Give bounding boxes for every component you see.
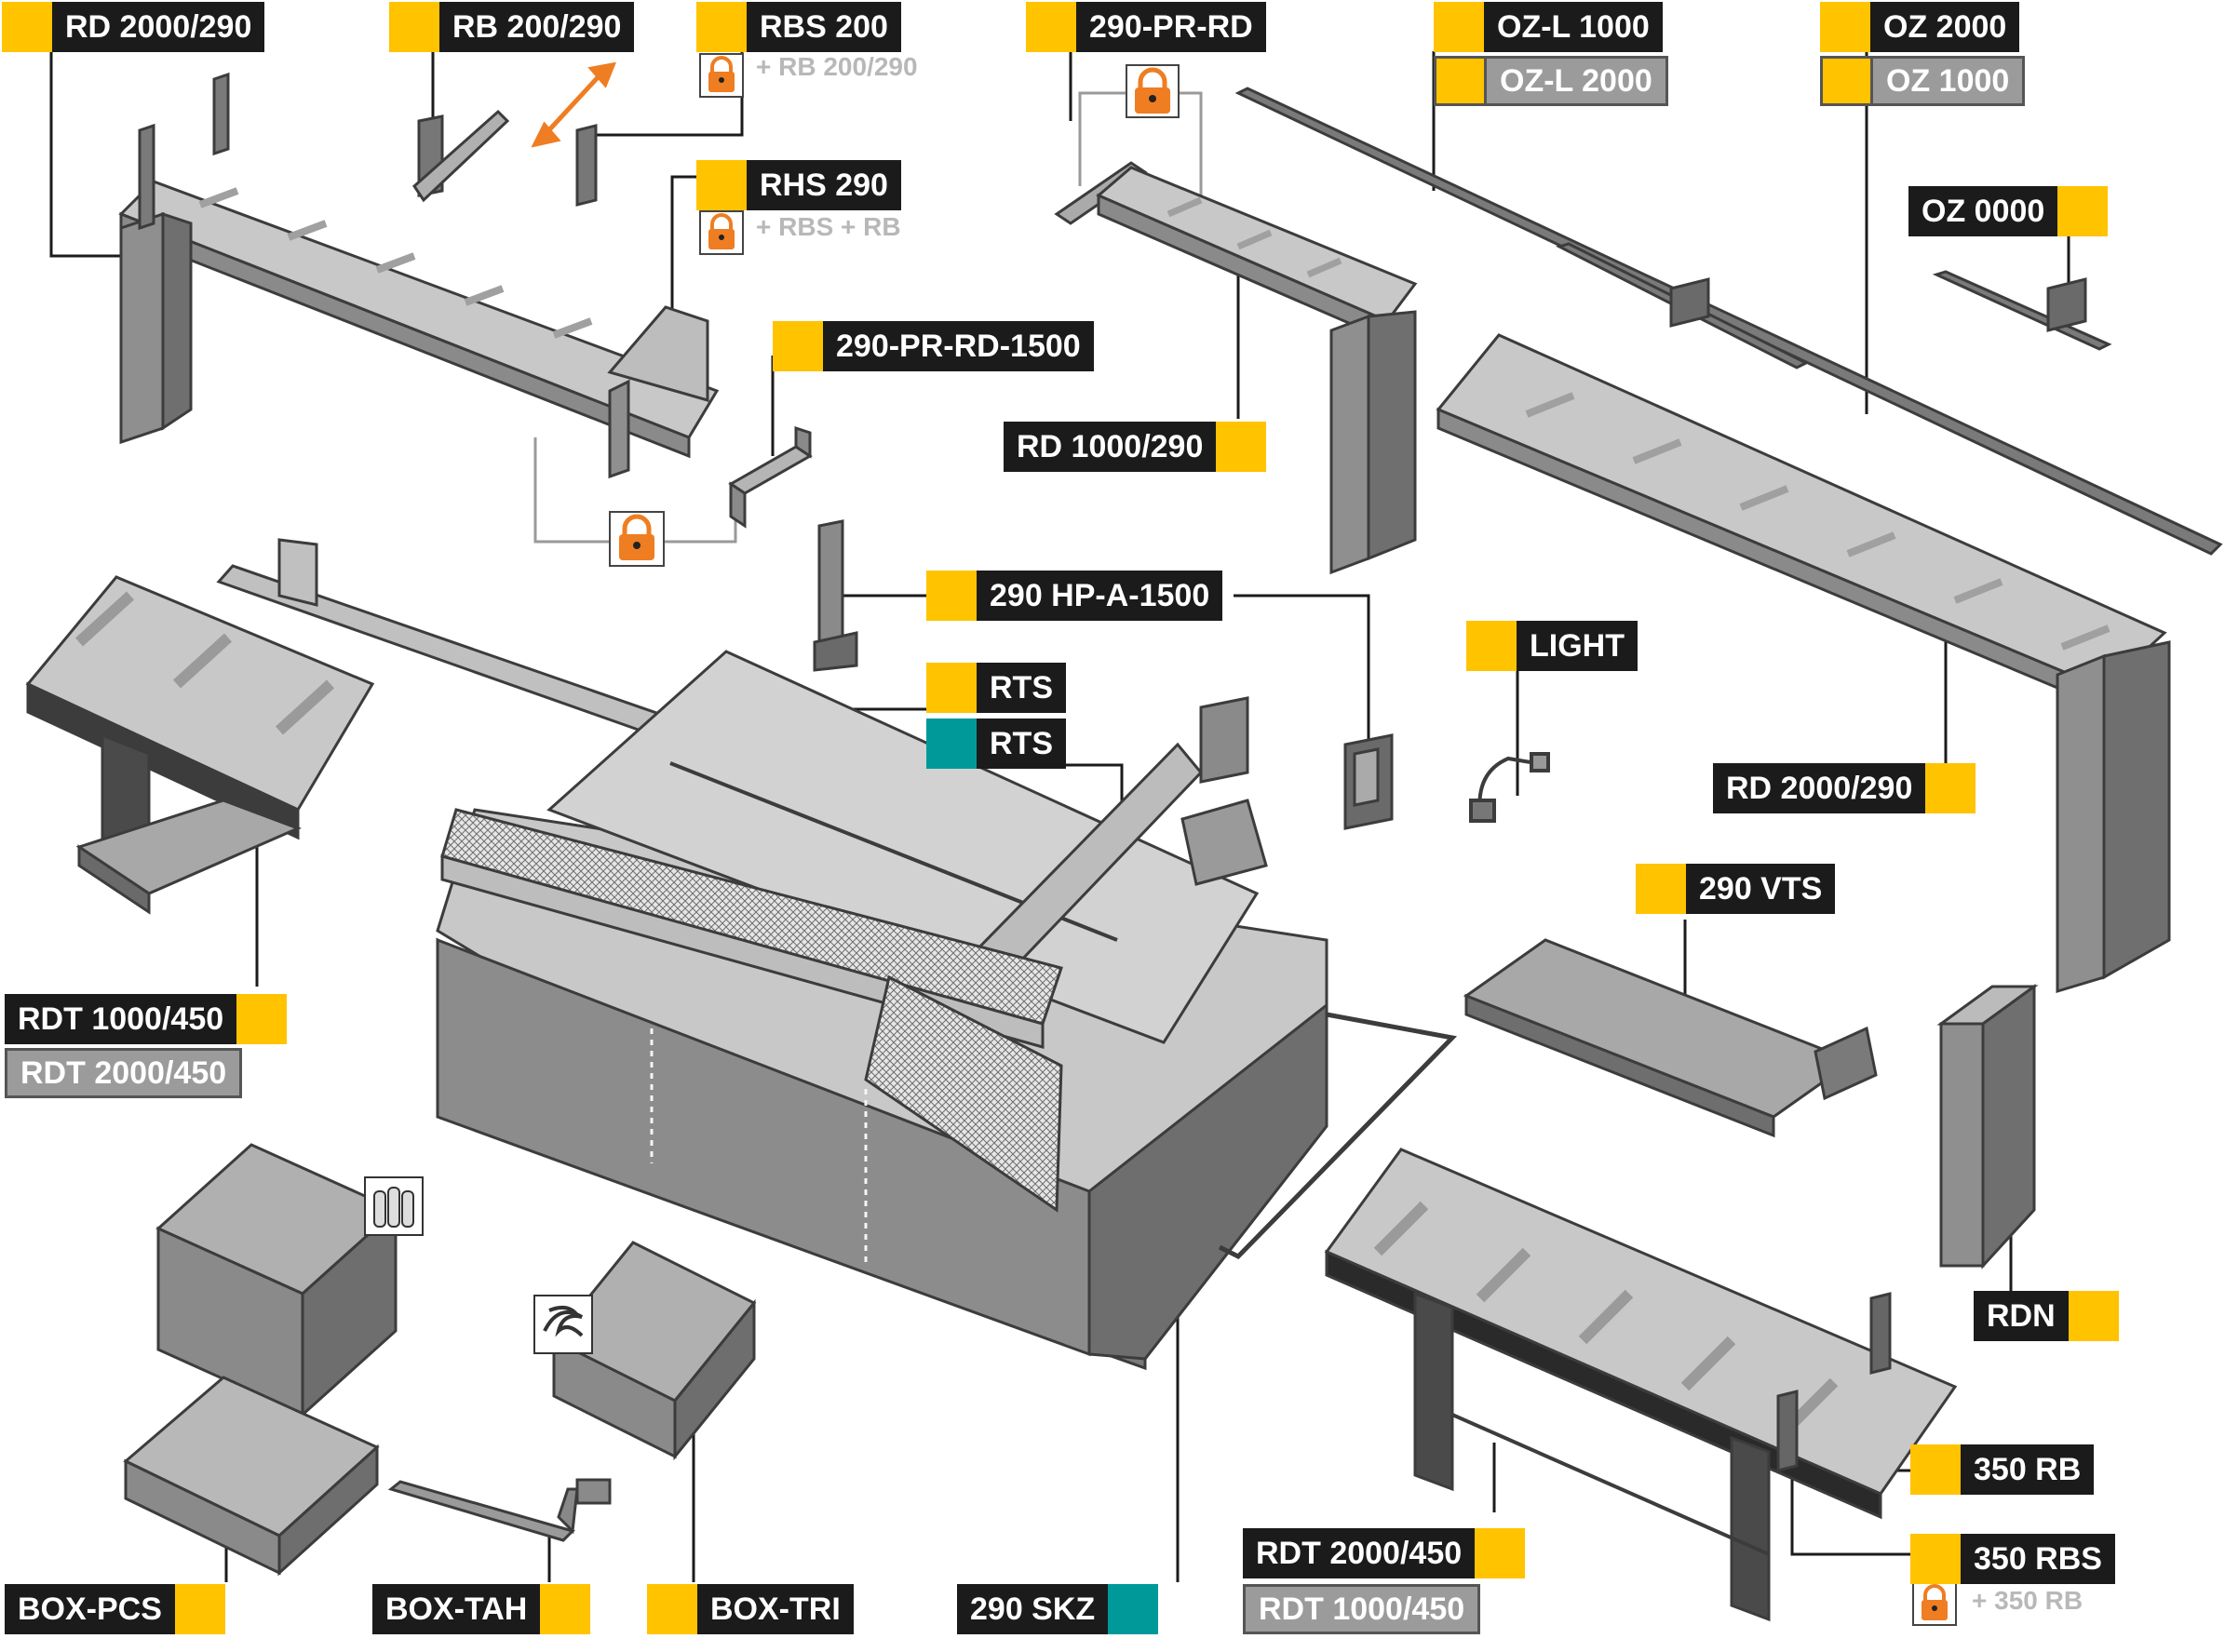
label-ozl1000: OZ-L 1000 (1434, 2, 1663, 52)
cut-pieces-icon (364, 1176, 424, 1236)
yellow-marker (926, 571, 977, 621)
yellow-marker (1820, 2, 1870, 52)
part-oz-l-rail (1234, 87, 2223, 556)
label-box-tah: BOX-TAH (372, 1584, 591, 1634)
note-350rbs: + 350 RB (1972, 1586, 2083, 1615)
label-rd2000-290-top: RD 2000/290 (2, 2, 265, 52)
note-rhs290: + RBS + RB (756, 212, 901, 241)
yellow-marker (1636, 864, 1686, 914)
part-vts290 (1463, 938, 1878, 1138)
label-rts-yellow: RTS (926, 663, 1066, 713)
label-rts-teal: RTS (926, 719, 1066, 769)
yellow-marker (1026, 2, 1076, 52)
label-rdt1000-450-left: RDT 1000/450 (5, 994, 288, 1044)
roller-table-rd1000 (1054, 161, 1418, 575)
yellow-marker (1925, 763, 1976, 813)
padlock-icon (1126, 64, 1180, 118)
label-pr-rd-1500: 290-PR-RD-1500 (773, 321, 1094, 371)
yellow-marker (1466, 621, 1517, 671)
label-oz2000: OZ 2000 (1820, 2, 2020, 52)
yellow-marker (540, 1584, 591, 1634)
label-rd2000-290-right: RD 2000/290 (1713, 763, 1976, 813)
box-pcs-drawing (123, 1143, 398, 1577)
part-hp-a-1500 (813, 519, 1394, 830)
box-tah-drawing (387, 1478, 612, 1542)
part-rb200 (412, 109, 598, 207)
yellow-marker (2057, 186, 2109, 236)
label-light: LIGHT (1466, 621, 1638, 671)
label-290-skz: 290 SKZ (957, 1584, 1159, 1634)
part-pr-rd-1500 (728, 425, 813, 529)
label-vts290: 290 VTS (1636, 864, 1836, 914)
roller-table-rd2000-right (1436, 333, 2171, 994)
yellow-marker (1475, 1528, 1526, 1578)
yellow-marker (1434, 2, 1484, 52)
metal-chips-icon (533, 1295, 593, 1354)
label-rb200-290: RB 200/290 (389, 2, 635, 52)
yellow-marker (1820, 56, 1870, 106)
double-arrow-icon (531, 61, 616, 148)
part-rdn (1936, 984, 2039, 1269)
label-box-pcs: BOX-PCS (5, 1584, 225, 1634)
teal-marker (1108, 1584, 1159, 1634)
label-rdn: RDN (1974, 1291, 2119, 1341)
yellow-marker (773, 321, 823, 371)
label-rd1000-290: RD 1000/290 (1004, 422, 1267, 472)
yellow-marker (696, 2, 747, 52)
yellow-marker (647, 1584, 697, 1634)
part-light (1469, 752, 1550, 823)
yellow-marker (1910, 1444, 1961, 1495)
label-oz0000: OZ 0000 (1908, 186, 2109, 236)
label-ozl2000: OZ-L 2000 (1434, 56, 1668, 106)
label-350rbs: 350 RBS (1910, 1534, 2115, 1584)
roller-table-rdt-right (1324, 1148, 1958, 1622)
yellow-marker (926, 663, 977, 713)
roller-table-rdt-left (25, 575, 375, 915)
box-tri-drawing (551, 1241, 757, 1461)
roller-table-rd2000-left (118, 72, 720, 479)
padlock-icon (609, 511, 665, 567)
yellow-marker (174, 1584, 225, 1634)
label-rdt2000-450-right: RDT 2000/450 (1243, 1528, 1526, 1578)
label-350rb: 350 RB (1910, 1444, 2095, 1495)
label-oz1000: OZ 1000 (1820, 56, 2026, 106)
label-rhs290: RHS 290 (696, 160, 901, 210)
part-oz-0000 (1932, 270, 2112, 351)
yellow-marker (1910, 1534, 1961, 1584)
yellow-marker (696, 160, 747, 210)
label-rbs200: RBS 200 (696, 2, 901, 52)
teal-marker (926, 719, 977, 769)
lock-connectors (533, 91, 1203, 544)
band-saw-machine (216, 538, 1458, 1371)
padlock-icon (699, 210, 744, 255)
yellow-marker (1216, 422, 1267, 472)
label-290-pr-rd: 290-PR-RD (1026, 2, 1266, 52)
yellow-marker (1434, 56, 1484, 106)
label-hp-a-1500: 290 HP-A-1500 (926, 571, 1223, 621)
label-rdt2000-450-left: RDT 2000/450 (5, 1048, 243, 1098)
padlock-icon (699, 53, 744, 98)
yellow-marker (2, 2, 52, 52)
padlock-icon (1912, 1581, 1957, 1626)
note-rbs200: + RB 200/290 (756, 52, 918, 81)
yellow-marker (236, 994, 288, 1044)
label-box-tri: BOX-TRI (647, 1584, 854, 1634)
label-rdt1000-450-right: RDT 1000/450 (1243, 1584, 1481, 1634)
yellow-marker (2068, 1291, 2119, 1341)
yellow-marker (389, 2, 439, 52)
